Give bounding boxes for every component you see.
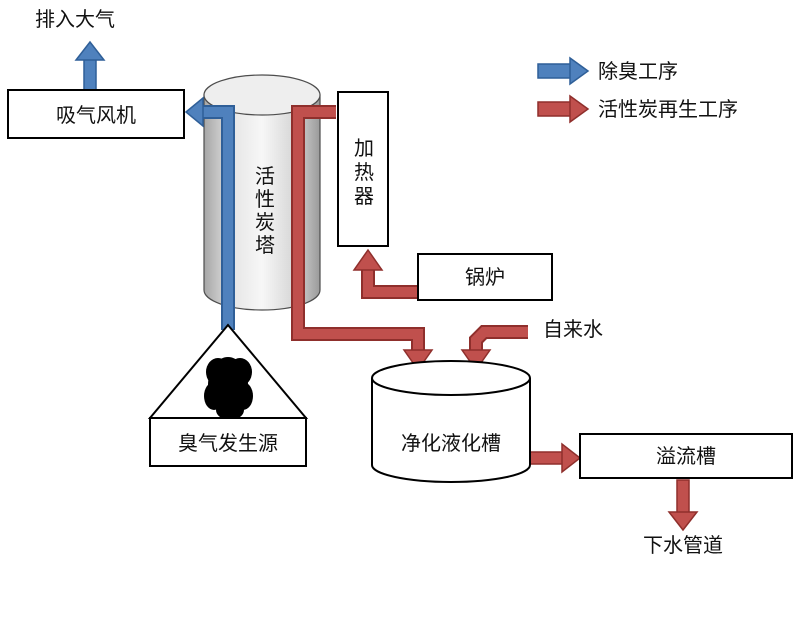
sewer-label: 下水管道 (643, 533, 723, 557)
legend-item-deodorize: 除臭工序 (537, 56, 678, 86)
flow-arrowhead (667, 511, 699, 532)
purification-tank: 净化液化槽 (371, 360, 531, 483)
legend: 除臭工序 活性炭再生工序 (537, 56, 738, 124)
flow-arrowhead (352, 248, 384, 271)
exhaust-label: 排入大气 (35, 7, 115, 31)
legend-swatch-red-arrow (537, 101, 573, 117)
heater-label-char: 器 (354, 184, 374, 208)
tower-label-char: 炭 (255, 210, 275, 234)
flow-arrowhead (561, 442, 582, 474)
legend-label: 除臭工序 (598, 59, 678, 83)
legend-item-regeneration: 活性炭再生工序 (537, 94, 738, 124)
intake-fan-label: 吸气风机 (56, 103, 136, 127)
legend-swatch-blue-arrow (537, 63, 573, 79)
odor-cloud-icon (204, 357, 253, 420)
flow-arrowhead (184, 96, 204, 128)
heater-label-char: 加 (354, 136, 374, 160)
flow-arrowhead (460, 349, 492, 372)
flow-arrowhead (74, 40, 106, 61)
tower-label-char: 活 (255, 164, 275, 188)
odor-source: 臭气发生源 (147, 323, 309, 467)
boiler-label: 锅炉 (465, 265, 505, 289)
odor-source-label: 臭气发生源 (178, 431, 278, 455)
overflow-tank-label: 溢流槽 (656, 444, 716, 468)
intake-fan-box: 吸气风机 (7, 89, 185, 139)
tower-label-char: 性 (255, 187, 275, 211)
overflow-tank-box: 溢流槽 (579, 433, 793, 479)
heater-box: 加 热 器 (337, 91, 389, 247)
legend-label: 活性炭再生工序 (598, 97, 738, 121)
heater-label-char: 热 (354, 160, 374, 184)
purification-tank-label: 净化液化槽 (401, 431, 501, 455)
regeneration-flow (291, 105, 699, 532)
deodorize-flow (74, 40, 235, 330)
boiler-box: 锅炉 (417, 253, 553, 301)
tower-label-char: 塔 (255, 233, 275, 257)
flow-arrowhead (402, 349, 434, 372)
tap-water-label: 自来水 (543, 317, 603, 341)
